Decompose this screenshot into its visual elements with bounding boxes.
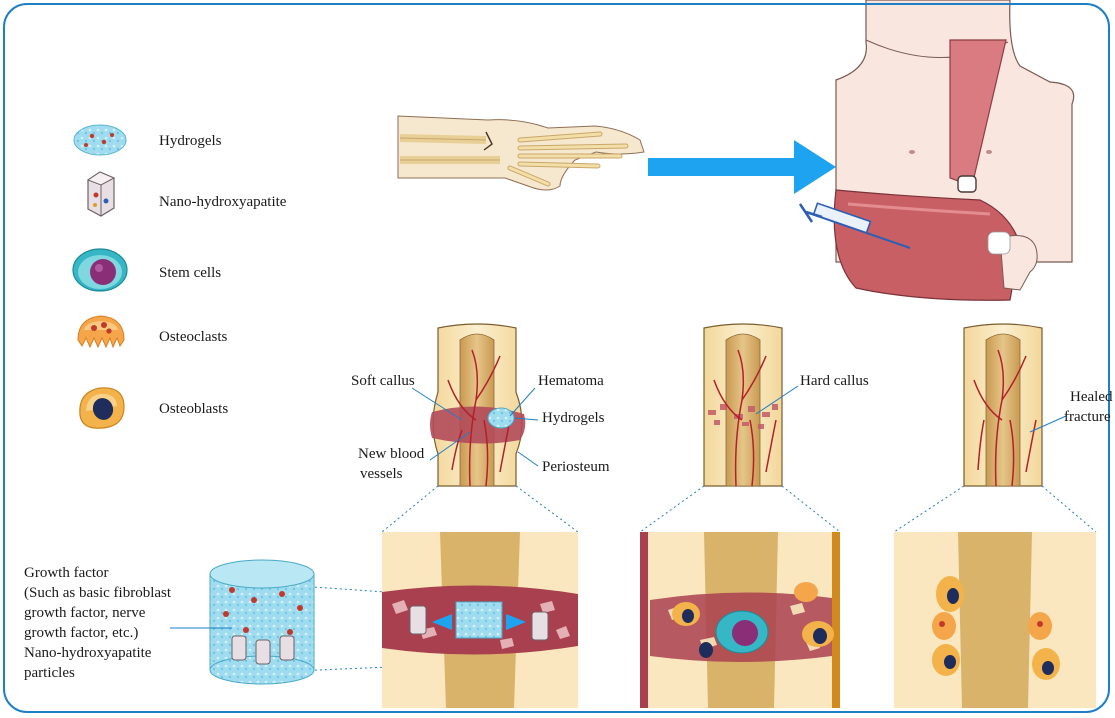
- growth-factor-line: growth factor, nerve: [24, 603, 171, 623]
- label-vessels: vessels: [360, 465, 403, 483]
- label-new-blood: New blood: [358, 445, 424, 463]
- label-hydrogels: Hydrogels: [542, 409, 605, 427]
- growth-factor-line: growth factor, etc.): [24, 623, 171, 643]
- growth-factor-line: (Such as basic fibroblast: [24, 583, 171, 603]
- growth-factor-line: particles: [24, 663, 171, 683]
- growth-factor-line: Growth factor: [24, 563, 171, 583]
- legend-label-hydrogels: Hydrogels: [159, 132, 222, 150]
- legend-label-stem-cells: Stem cells: [159, 264, 221, 282]
- label-hard-callus: Hard callus: [800, 372, 869, 390]
- growth-factor-caption: Growth factor (Such as basic fibroblast …: [24, 563, 171, 683]
- label-periosteum: Periosteum: [542, 458, 610, 476]
- legend-label-osteoclasts: Osteoclasts: [159, 328, 227, 346]
- label-hematoma: Hematoma: [538, 372, 604, 390]
- label-soft-callus: Soft callus: [351, 372, 415, 390]
- legend-label-osteoblasts: Osteoblasts: [159, 400, 228, 418]
- legend-label-nano-hydroxyapatite: Nano-hydroxyapatite: [159, 193, 286, 211]
- label-fracture: fracture: [1064, 408, 1111, 426]
- growth-factor-line: Nano-hydroxyapatite: [24, 643, 171, 663]
- label-healed: Healed: [1070, 388, 1112, 406]
